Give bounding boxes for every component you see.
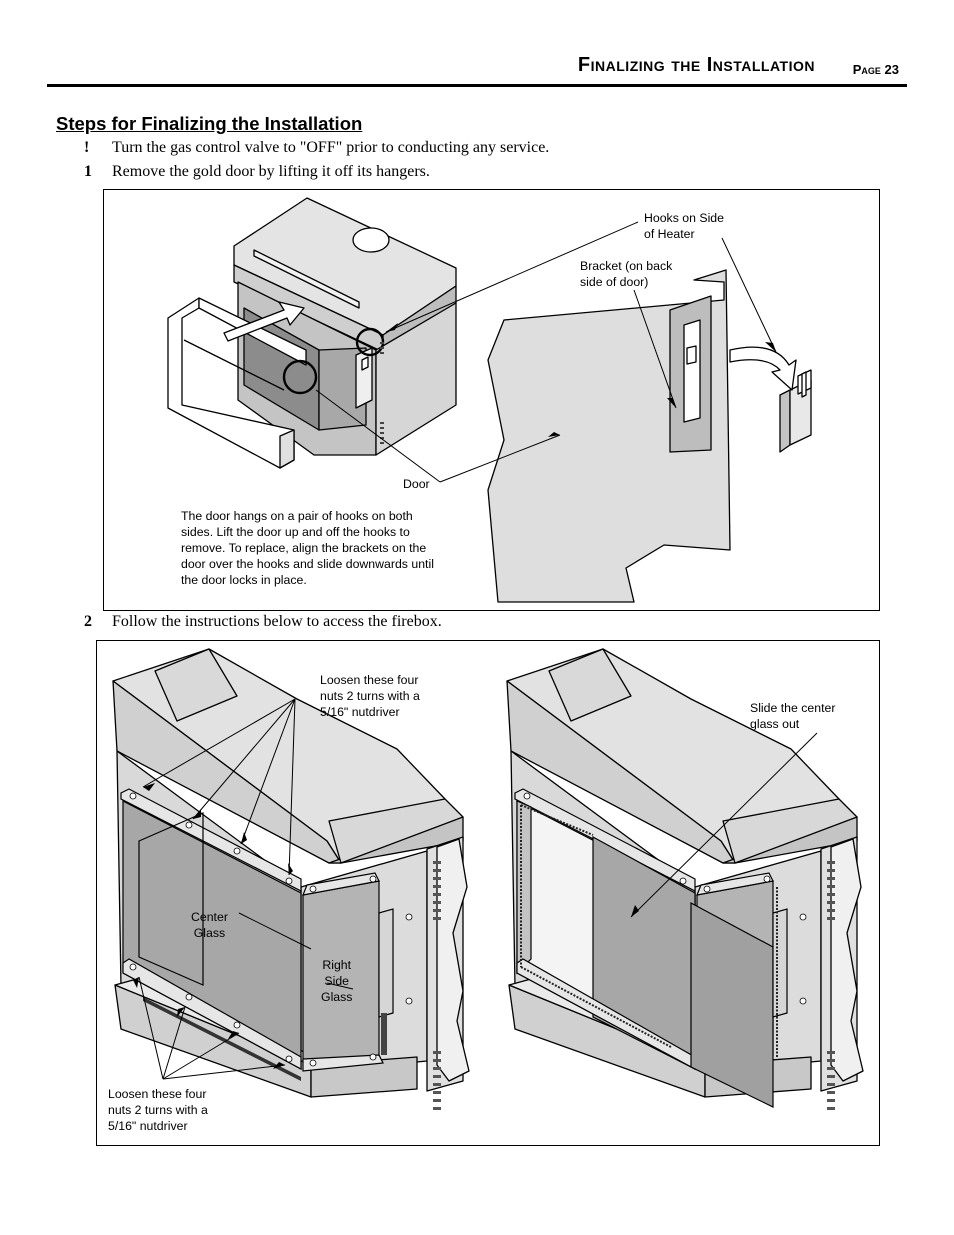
step-marker: ! — [84, 139, 90, 156]
section-title: Steps for Finalizing the Installation — [56, 113, 363, 134]
step-marker: 2 — [84, 613, 92, 630]
figure-door-removal: Hooks on Side of Heater Bracket (on back… — [103, 189, 880, 611]
label-right-side-glass: Right Side Glass — [321, 958, 353, 1004]
step-text: Remove the gold door by lifting it off i… — [112, 163, 430, 180]
page-header: Finalizing the Installation Page 23 — [47, 50, 907, 87]
step-text: Turn the gas control valve to "OFF" prio… — [112, 139, 550, 156]
label-center-glass: Center Glass — [191, 910, 228, 940]
step-text: Follow the instructions below to access … — [112, 613, 442, 630]
firebox-left — [112, 648, 470, 1110]
page-title: Finalizing the Installation — [577, 54, 815, 76]
firebox-right — [506, 648, 864, 1110]
step-2: 2 Follow the instructions below to access… — [84, 613, 442, 631]
figure-caption: The door hangs on a pair of hooks on bot… — [181, 509, 434, 587]
step-1: 1 Remove the gold door by lifting it off … — [84, 163, 430, 181]
label-loosen-bottom-nuts: Loosen these four nuts 2 turns with a 5/… — [108, 1087, 208, 1133]
label-bracket: Bracket (on back side of door) — [580, 259, 673, 289]
step-marker: 1 — [84, 163, 92, 180]
label-slide-center-glass: Slide the center glass out — [750, 701, 836, 731]
label-loosen-top-nuts: Loosen these four nuts 2 turns with a 5/… — [320, 673, 420, 719]
door-removal-illustration — [167, 197, 812, 603]
figure-firebox-access: Loosen these four nuts 2 turns with a 5/… — [96, 640, 880, 1146]
label-door: Door — [403, 477, 430, 491]
page-number: Page 23 — [852, 62, 899, 77]
firebox-illustration — [112, 648, 864, 1110]
label-hooks: Hooks on Side of Heater — [644, 211, 724, 241]
step-warning: ! Turn the gas control valve to "OFF" pri… — [84, 139, 549, 157]
